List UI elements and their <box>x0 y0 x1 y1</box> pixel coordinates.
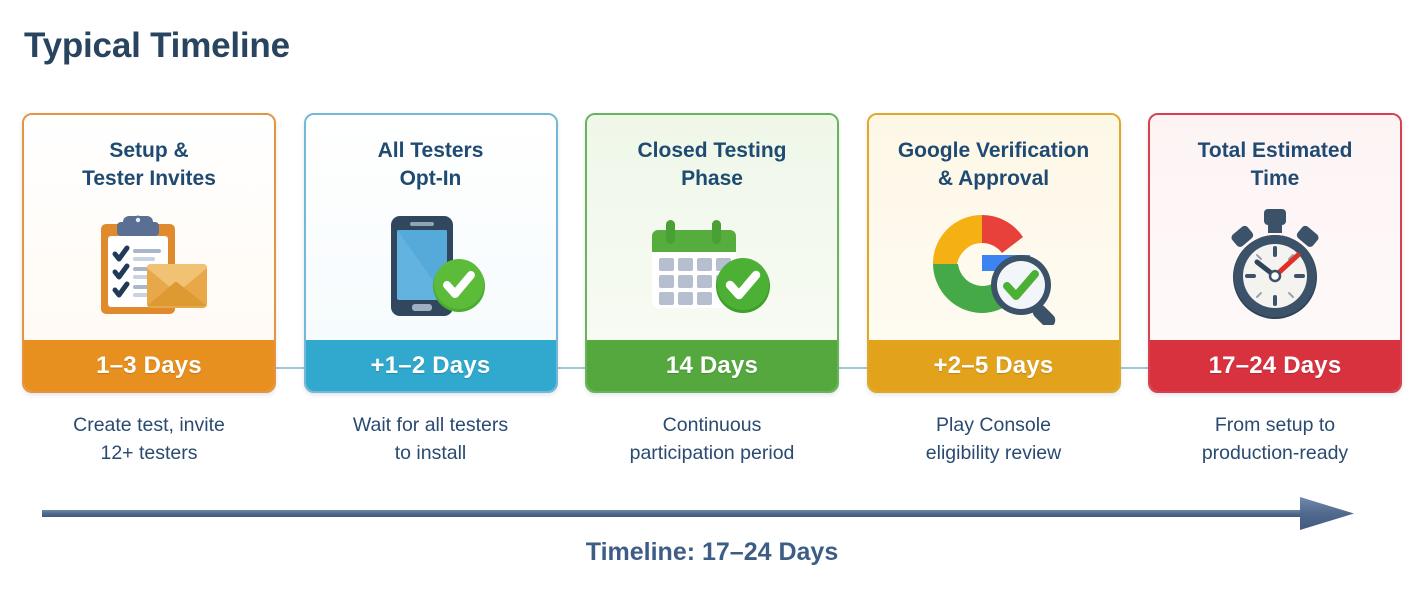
card-caption: Play Console eligibility review <box>925 414 1062 464</box>
card-title: All Testers Opt-In <box>377 139 484 190</box>
card-body: Setup & Tester Invites <box>24 115 274 340</box>
timeline-captions-row: Create test, invite 12+ testers Wait for… <box>22 412 1402 467</box>
timeline-card-total-estimated-time[interactable]: Total Estimated Time <box>1148 113 1402 393</box>
page-title: Typical Timeline <box>24 26 290 65</box>
card-title: Google Verification & Approval <box>897 139 1090 190</box>
google-magnifier-check-icon <box>869 192 1119 340</box>
timeline-card-closed-testing-phase[interactable]: Closed Testing Phase <box>585 113 839 393</box>
card-duration-badge: +2–5 Days <box>868 340 1119 391</box>
card-duration-badge: 1–3 Days <box>24 340 274 391</box>
clipboard-envelope-icon <box>24 192 274 340</box>
timeline-card-setup-tester-invites[interactable]: Setup & Tester Invites <box>22 113 276 393</box>
card-body: Google Verification & Approval <box>868 115 1119 340</box>
timeline-arrow <box>42 495 1372 535</box>
card-caption: From setup to production-ready <box>1201 414 1349 464</box>
card-caption: Continuous participation period <box>629 414 795 464</box>
timeline-cards-row: Setup & Tester Invites <box>22 113 1402 393</box>
card-caption: Create test, invite 12+ testers <box>73 414 225 464</box>
card-duration-badge: 17–24 Days <box>1150 340 1400 391</box>
card-title: Total Estimated Time <box>1197 139 1353 190</box>
card-caption: Wait for all testers to install <box>352 414 509 464</box>
stopwatch-icon <box>1150 192 1400 340</box>
timeline-card-google-verification[interactable]: Google Verification & Approval <box>866 113 1121 393</box>
calendar-check-icon <box>587 192 837 340</box>
card-title: Setup & Tester Invites <box>82 139 216 190</box>
card-title: Closed Testing Phase <box>637 139 787 190</box>
card-body: Closed Testing Phase <box>587 115 837 340</box>
timeline-total-label: Timeline: 17–24 Days <box>585 538 839 566</box>
timeline-card-all-testers-opt-in[interactable]: All Testers Opt-In +1–2 Days <box>303 113 558 393</box>
card-body: Total Estimated Time <box>1150 115 1400 340</box>
phone-check-icon <box>306 192 556 340</box>
card-duration-badge: +1–2 Days <box>305 340 556 391</box>
card-duration-badge: 14 Days <box>587 340 837 391</box>
card-body: All Testers Opt-In <box>305 115 556 340</box>
